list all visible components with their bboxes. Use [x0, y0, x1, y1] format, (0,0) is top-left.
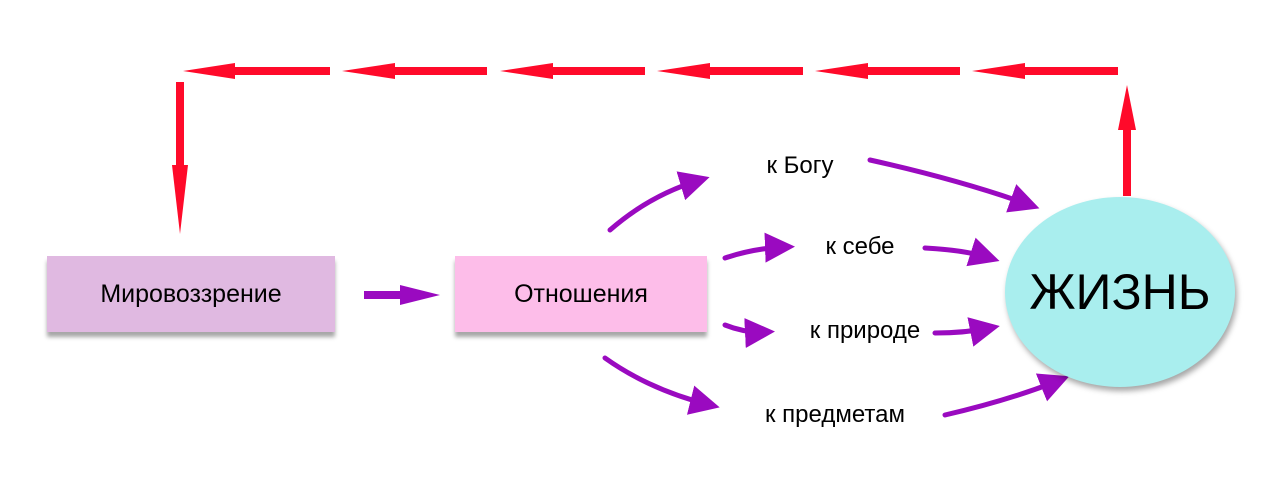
- arrow-to-objects: [602, 355, 720, 415]
- arrow-objects-to-life: [942, 373, 1070, 418]
- dash-arrow: [500, 63, 645, 79]
- life-node: ЖИЗНЬ: [1005, 197, 1235, 387]
- down-arrow: [172, 82, 188, 234]
- dash-arrow: [972, 63, 1118, 79]
- relations-node: Отношения: [455, 256, 707, 332]
- dash-arrow: [342, 63, 487, 79]
- arrow-god-to-life: [867, 157, 1040, 213]
- arrow-to-nature: [722, 318, 775, 348]
- relations-label: Отношения: [514, 279, 648, 308]
- dash-arrow: [183, 63, 330, 79]
- relation-label-nature: к природе: [809, 317, 921, 344]
- dash-arrow: [815, 63, 960, 79]
- feedback-arrow: [172, 63, 1136, 234]
- life-label: ЖИЗНЬ: [1029, 264, 1211, 320]
- worldview-to-relations-arrow: [364, 285, 440, 305]
- up-arrow: [1118, 85, 1136, 196]
- relation-label-self: к себе: [825, 233, 895, 260]
- worldview-label: Мировоззрение: [100, 279, 282, 308]
- arrow-nature-to-life: [932, 317, 1000, 347]
- dash-arrow: [657, 63, 803, 79]
- life-node-shape: [1005, 197, 1235, 387]
- arrow-self-to-life: [922, 237, 1000, 267]
- arrow-to-god: [607, 171, 710, 233]
- arrow-to-self: [722, 232, 795, 263]
- relation-label-god: к Богу: [766, 152, 834, 179]
- worldview-node: Мировоззрение: [47, 256, 335, 332]
- relation-label-objects: к предметам: [765, 401, 905, 428]
